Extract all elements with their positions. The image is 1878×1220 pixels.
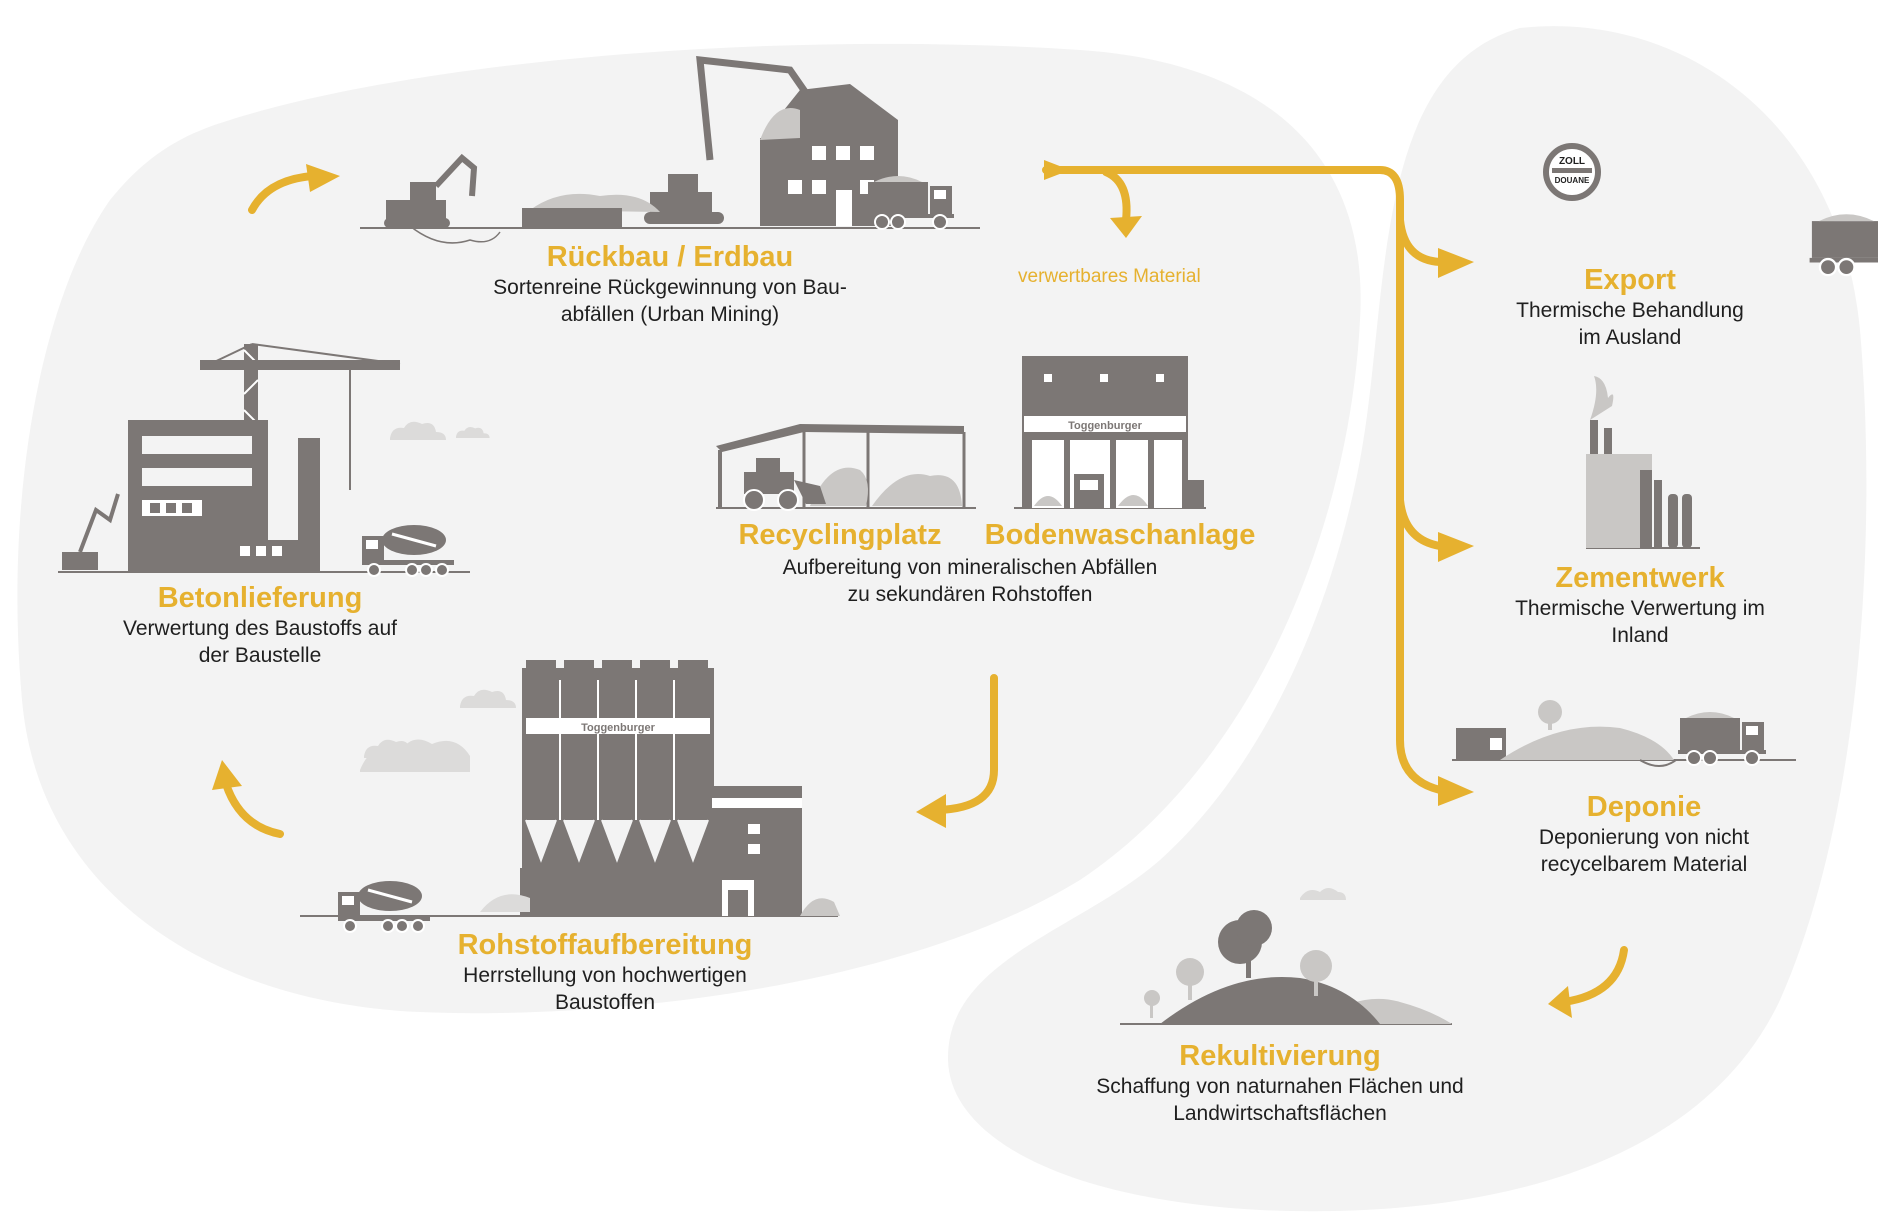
station-bodenwasch: Bodenwaschanlage [960,518,1280,552]
customs-sign-zoll: ZOLL [1559,156,1585,167]
flow-branch-export [1396,216,1444,266]
station-desc-line: Aufbereitung von mineralischen Abfällen [782,556,1158,579]
station-desc-line: Thermische Verwertung im [1515,597,1765,620]
construction-site-icon [58,343,490,578]
plant-sign-rohstoff: Toggenburger [581,722,655,734]
station-title: Export [1584,264,1676,296]
landfill-icon [1452,700,1796,767]
station-desc-line: Inland [1611,624,1669,647]
flow-branch-zement [1396,496,1444,550]
station-title: Deponie [1586,791,1702,823]
station-desc-line: Sortenreine Rückgewinnung von Bau- [493,276,847,299]
station-deponie: Deponie Deponierung von nicht recycelbar… [1484,790,1804,878]
flow-label-material: verwertbares Material [1018,266,1201,287]
customs-sign-douane: DOUANE [1555,176,1590,185]
station-desc-line: Landwirtschaftsflächen [1173,1102,1387,1125]
station-desc-line: Herrstellung von hochwertigen [463,964,747,987]
station-desc-line: im Ausland [1578,326,1682,349]
recycling-yard-icon [716,424,976,511]
station-title: Bodenwaschanlage [984,519,1256,551]
flow-branch-down [1102,168,1131,224]
soil-washing-plant-icon: Toggenburger [1014,356,1206,509]
station-desc-line: Schaffung von naturnahen Flächen und [1096,1075,1464,1098]
customs-truck-icon: ZOLL DOUANE [1543,143,1878,277]
left-blob-background [17,43,1361,1014]
station-title: Rohstoffaufbereitung [457,929,753,961]
circulation-arrows [222,166,1628,1006]
station-desc-line: recycelbarem Material [1540,853,1748,876]
station-recycling-desc: Aufbereitung von mineralischen Abfällen … [720,554,1220,608]
station-beton: Betonlieferung Verwertung des Baustoffs … [90,581,430,669]
station-desc-line: abfällen (Urban Mining) [560,303,780,326]
station-title: Betonlieferung [157,582,363,614]
arrow-to-betonlieferung-icon [222,780,284,838]
demolition-site-icon [360,56,980,244]
recultivation-hills-icon [1120,888,1452,1025]
station-title: Rekultivierung [1179,1040,1381,1072]
station-desc-line: der Baustelle [198,644,322,667]
concrete-plant-icon: Toggenburger [300,660,840,934]
arrow-to-rohstoff-icon [934,674,998,814]
station-rueckbau: Rückbau / Erdbau Sortenreine Rückgewinnu… [470,240,870,328]
arrow-to-rueckbau-icon [248,172,316,214]
flow-main-line [1042,166,1444,794]
station-title: Recyclingplatz [738,519,942,551]
cement-plant-icon [1586,376,1700,549]
right-blob-background [947,26,1867,1212]
arrow-to-rekultivierung-icon [1560,946,1628,1006]
station-desc-line: Baustoffen [554,991,656,1014]
station-desc-line: Thermische Behandlung [1516,299,1744,322]
station-rohstoff: Rohstoffaufbereitung Herrstellung von ho… [420,928,790,1016]
station-desc-line: Verwertung des Baustoffs auf [123,617,397,640]
station-recycling: Recyclingplatz [700,518,980,552]
station-title: Rückbau / Erdbau [546,241,794,273]
station-rekult: Rekultivierung Schaffung von naturnahen … [1060,1039,1500,1127]
station-desc-line: Deponierung von nicht [1538,826,1750,849]
plant-sign-bodenwaschanlage: Toggenburger [1068,420,1142,432]
station-zement: Zementwerk Thermische Verwertung im Inla… [1480,561,1800,649]
station-desc-line: zu sekundären Rohstoffen [847,583,1093,606]
station-title: Zementwerk [1555,562,1725,594]
station-export: Export Thermische Behandlung im Ausland [1480,263,1780,351]
arrow-heads [212,160,1572,1018]
